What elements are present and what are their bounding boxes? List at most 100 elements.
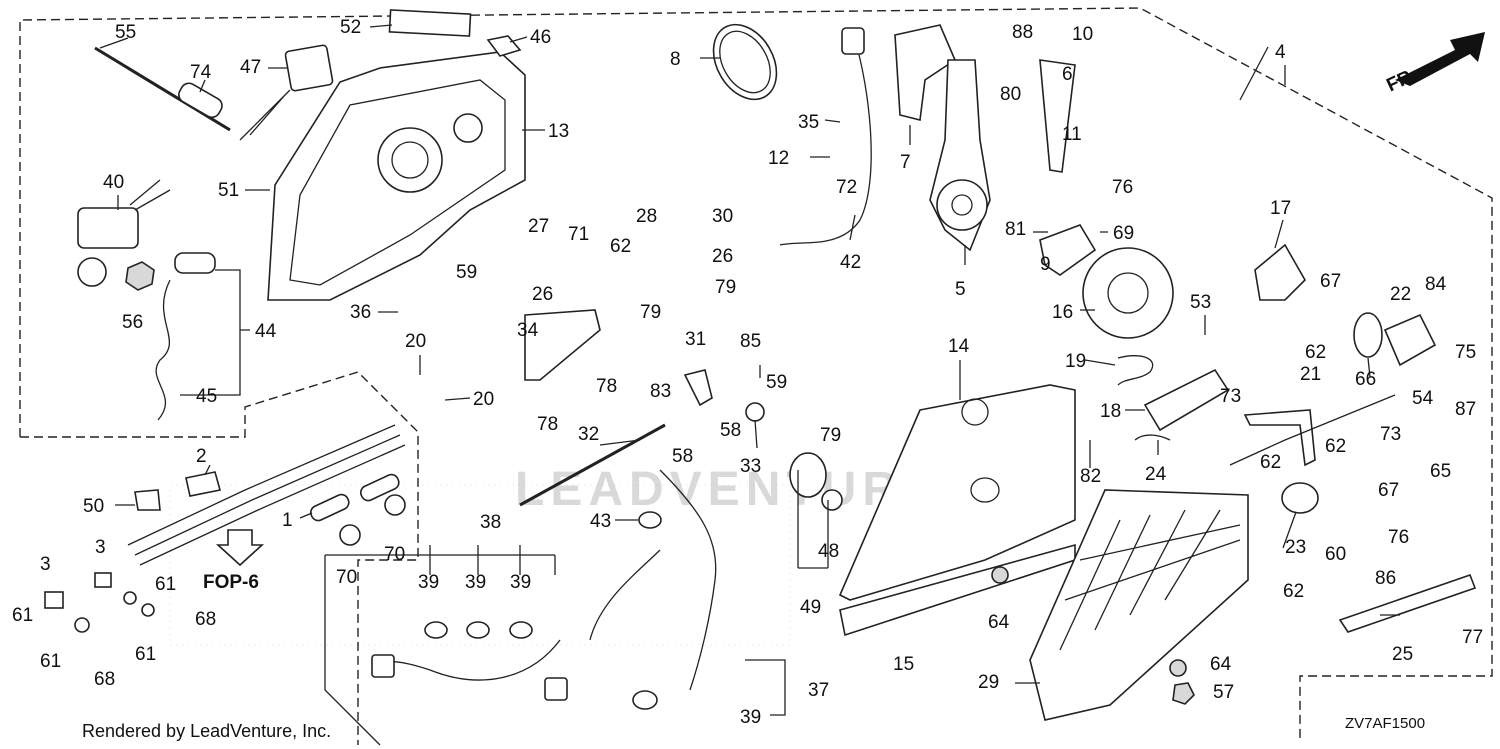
assembly-boundary [19,7,1493,742]
part-label: 68 [195,609,216,630]
shift-plate [1082,247,1174,339]
part-label: 64 [1210,654,1232,675]
part-label: 45 [196,386,217,407]
ignition-switch [77,207,139,249]
part-label: 61 [135,644,156,665]
part-label: 52 [340,17,361,38]
part-label: 73 [1380,424,1401,445]
part-label: 38 [480,512,501,533]
part-label: 17 [1270,198,1291,219]
part-label: 61 [12,605,33,626]
part-label: 51 [218,180,239,201]
part-label: 84 [1425,274,1447,295]
part-label: 77 [1462,627,1483,648]
switch-block [284,44,334,92]
part-label: 62 [1305,342,1326,363]
part-label: 79 [640,302,661,323]
part-label: 62 [1325,436,1346,457]
part-label: 20 [405,331,426,352]
part-label: 31 [685,329,706,350]
part-label: 56 [122,312,143,333]
part-label: 80 [1000,84,1021,105]
part-label: 78 [596,376,617,397]
part-label: 3 [95,537,106,558]
part-label: 65 [1430,461,1451,482]
part-label: 39 [740,707,761,728]
part-label: 53 [1190,292,1211,313]
watermark: LEADVENTURE [515,463,941,516]
part-label: 64 [988,612,1010,633]
part-label: 29 [978,672,999,693]
part-label: 76 [1388,527,1409,548]
part-label: 10 [1072,24,1093,45]
leader-lines [99,24,1400,746]
part-label: 71 [568,224,589,245]
part-label: 83 [650,381,671,402]
part-label: 25 [1392,644,1413,665]
part-label: 79 [820,425,841,446]
part-label: 26 [532,284,553,305]
part-label: 66 [1355,369,1376,390]
part-label: 73 [1220,386,1241,407]
part-label: 26 [712,246,733,267]
part-label: 82 [1080,466,1101,487]
part-label: 32 [578,424,599,445]
part-label: 4 [1275,42,1286,63]
part-label: 49 [800,597,821,618]
reference-label: FOP-6 [203,572,259,593]
part-label: 15 [893,654,914,675]
part-label: 47 [240,57,261,78]
control-lever [894,24,956,121]
part-label: 43 [590,511,611,532]
part-label: 60 [1325,544,1346,565]
ring-gasket [712,23,778,101]
part-label: 27 [528,216,549,237]
part-label: 55 [115,22,136,43]
part-label: 1 [282,510,293,531]
part-number-labels: 55 74 47 52 46 13 51 40 56 44 45 36 20 2… [12,17,1483,728]
part-label: 23 [1285,537,1306,558]
part-label: 21 [1300,364,1321,385]
part-label: 24 [1145,464,1167,485]
part-label: 79 [715,277,736,298]
part-label: 46 [530,27,551,48]
part-label: 85 [740,331,761,352]
part-label: 59 [456,262,477,283]
part-label: 62 [610,236,631,257]
part-label: 8 [670,49,681,70]
part-label: 39 [465,572,486,593]
part-label: 18 [1100,401,1121,422]
part-label: 67 [1320,271,1341,292]
part-label: 7 [900,152,911,173]
part-label: 5 [955,279,966,300]
part-label: 74 [190,62,212,83]
part-label: 86 [1375,568,1396,589]
part-label: 57 [1213,682,1234,703]
part-label: 58 [672,446,693,467]
part-label: 16 [1052,302,1073,323]
part-label: 39 [510,572,531,593]
part-label: 81 [1005,219,1026,240]
front-arrow-icon [1395,32,1485,86]
part-label: 61 [40,651,61,672]
part-label: 50 [83,496,104,517]
part-label: 2 [196,446,207,467]
part-label: 14 [948,336,970,357]
part-label: 20 [473,389,494,410]
part-label: 62 [1260,452,1281,473]
cable-boundary [20,371,419,745]
part-label: 40 [103,172,124,193]
side-cover-plate [838,384,1076,601]
part-label: 30 [712,206,733,227]
part-label: 87 [1455,399,1476,420]
grid-panel [1029,489,1249,721]
part-label: 33 [740,456,761,477]
part-label: 78 [537,414,558,435]
front-indicator: FR. [1384,64,1421,96]
part-label: 61 [155,574,176,595]
part-label: 62 [1283,581,1304,602]
part-label: 42 [840,252,861,273]
part-label: 36 [350,302,371,323]
part-label: 6 [1062,64,1073,85]
